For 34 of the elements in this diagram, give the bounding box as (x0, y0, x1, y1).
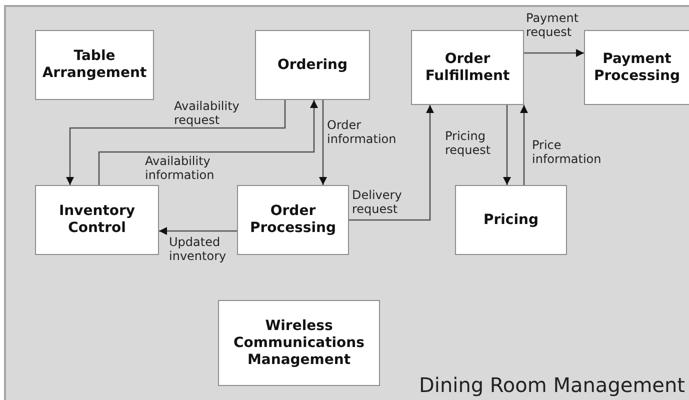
edge-label: Pricing request (445, 129, 491, 157)
box-label: Table Arrangement (41, 48, 148, 82)
box-label: Payment Processing (592, 50, 682, 84)
box-label: Ordering (277, 56, 348, 74)
arrow (319, 100, 327, 185)
box-label: Inventory Control (58, 203, 136, 237)
edge-label: Availability request (174, 99, 240, 127)
edge-label: Price information (532, 138, 602, 166)
process-box (411, 30, 524, 105)
arrow (520, 105, 528, 185)
edge-label: Updated inventory (169, 235, 226, 263)
edge-label: Availability information (145, 154, 214, 182)
process-box (455, 185, 567, 255)
panel-background (4, 5, 689, 400)
process-box (255, 30, 370, 100)
arrow (66, 100, 286, 185)
box-label: Wireless Communications Management (232, 318, 366, 368)
box-label: Order Processing (248, 203, 338, 237)
box-label: Pricing (483, 212, 539, 228)
arrow (159, 227, 237, 235)
arrow (524, 49, 584, 57)
process-box (584, 30, 689, 105)
process-box (35, 30, 154, 100)
panel-title: Dining Room Management (419, 373, 685, 398)
process-box (35, 185, 159, 255)
box-label: Order Fulfillment (424, 50, 511, 84)
edge-label: Delivery request (352, 188, 402, 216)
arrow (503, 105, 511, 185)
process-box (218, 300, 380, 386)
edge-label: Order information (327, 118, 396, 146)
arrow (98, 100, 318, 185)
arrow (349, 105, 434, 221)
process-box (237, 185, 349, 255)
edge-label: Payment request (526, 11, 579, 39)
